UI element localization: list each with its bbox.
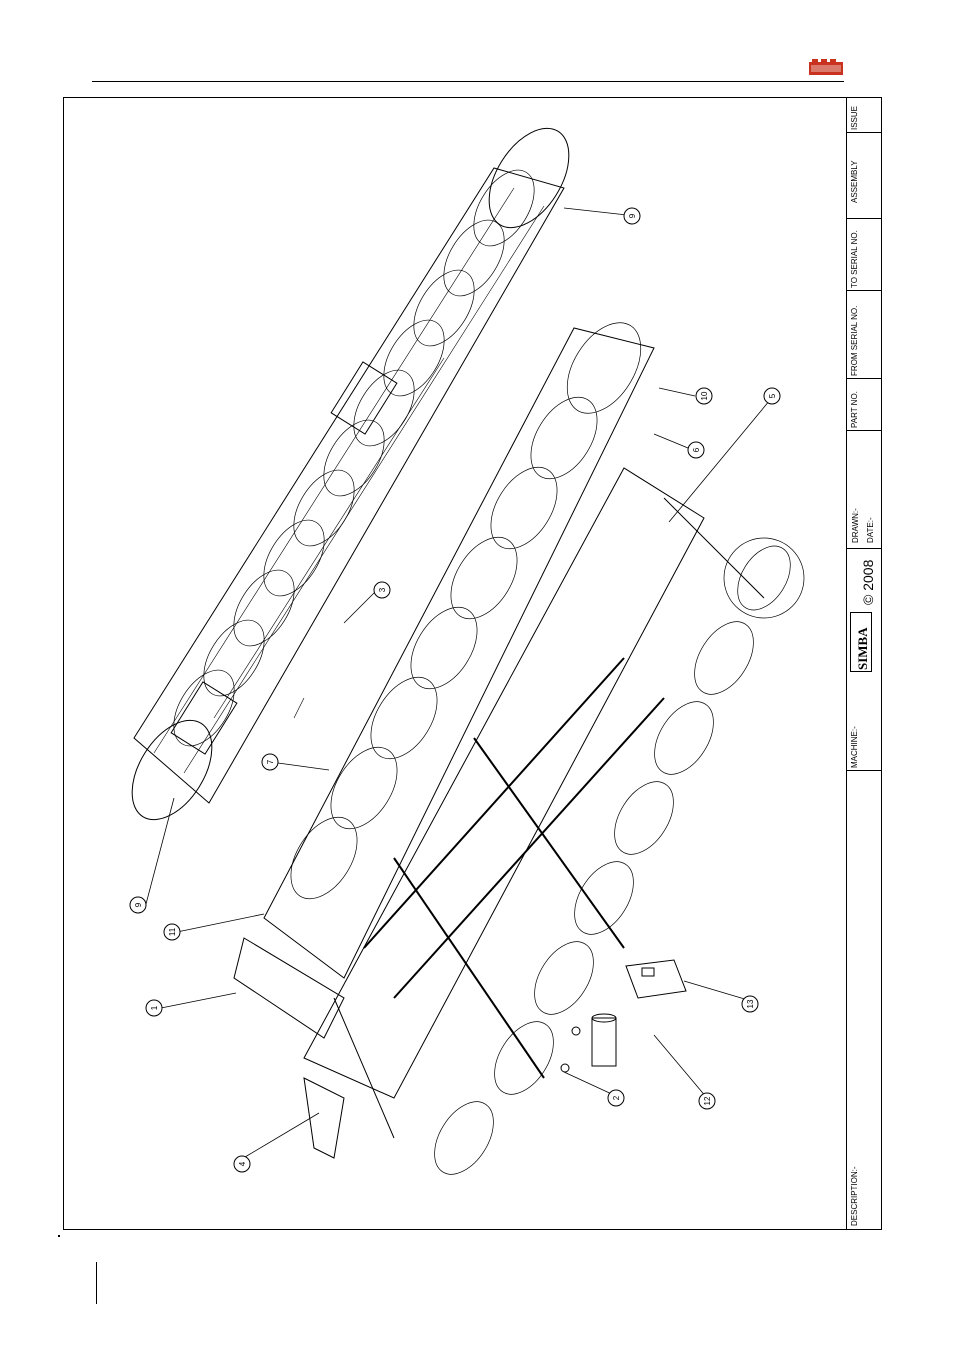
main-frame [234,310,804,1185]
header-rule [92,81,844,82]
title-block-divider [846,98,847,1229]
callout-6-label: 6 [692,447,701,452]
callout-9b: 9 [624,208,640,224]
assembly-label: ASSEMBLY [850,160,859,203]
copyright: © 2008 [860,560,876,605]
callout-5-label: 5 [768,393,777,398]
exploded-assembly-drawing: 1 2 3 4 5 6 7 9 9 10 11 12 13 [64,98,846,1229]
simba-logo [809,59,843,77]
margin-mark [58,1235,60,1237]
title-block-rule [846,218,882,219]
callout-2: 2 [608,1090,624,1106]
callout-9a-label: 9 [134,902,143,907]
callout-11: 11 [164,924,180,940]
callout-12-label: 12 [703,1096,712,1105]
callout-3: 3 [374,582,390,598]
from-serial-label: FROM SERIAL NO. [850,306,859,376]
footer-rule [96,1262,97,1304]
callout-4: 4 [234,1156,250,1172]
callout-3-label: 3 [378,587,387,592]
title-block-rule [846,430,882,431]
callout-6: 6 [688,442,704,458]
to-serial-label: TO SERIAL NO. [850,230,859,288]
callout-2-label: 2 [612,1095,621,1100]
title-block-rule [846,378,882,379]
callout-11-label: 11 [168,927,177,936]
machine-label: MACHINE:- [850,726,859,768]
callout-13: 13 [742,996,758,1012]
spare-parts [561,960,686,1072]
callout-4-label: 4 [238,1161,247,1166]
callout-12: 12 [699,1093,715,1109]
part-no-label: PART NO. [850,391,859,428]
callout-13-label: 13 [746,999,755,1008]
date-label: DATE:- [866,517,875,543]
title-block-rule [846,132,882,133]
description-label: DESCRIPTION:- [850,1166,859,1226]
callout-1-label: 1 [150,1005,159,1010]
issue-label: ISSUE [850,106,859,130]
callout-10-label: 10 [700,391,709,400]
packer-roller [116,114,586,833]
title-block-rule [846,548,882,549]
simba-logo-text: SIMBA [855,627,871,670]
drawn-label: DRAWN:- [851,508,860,543]
title-block-rule [846,290,882,291]
callout-1: 1 [146,1000,162,1016]
callout-7: 7 [262,754,278,770]
callout-9a: 9 [130,897,146,913]
callout-7-label: 7 [266,759,275,764]
callout-10: 10 [696,388,712,404]
callout-9b-label: 9 [628,213,637,218]
title-block-rule [846,770,882,771]
callout-5: 5 [764,388,780,404]
